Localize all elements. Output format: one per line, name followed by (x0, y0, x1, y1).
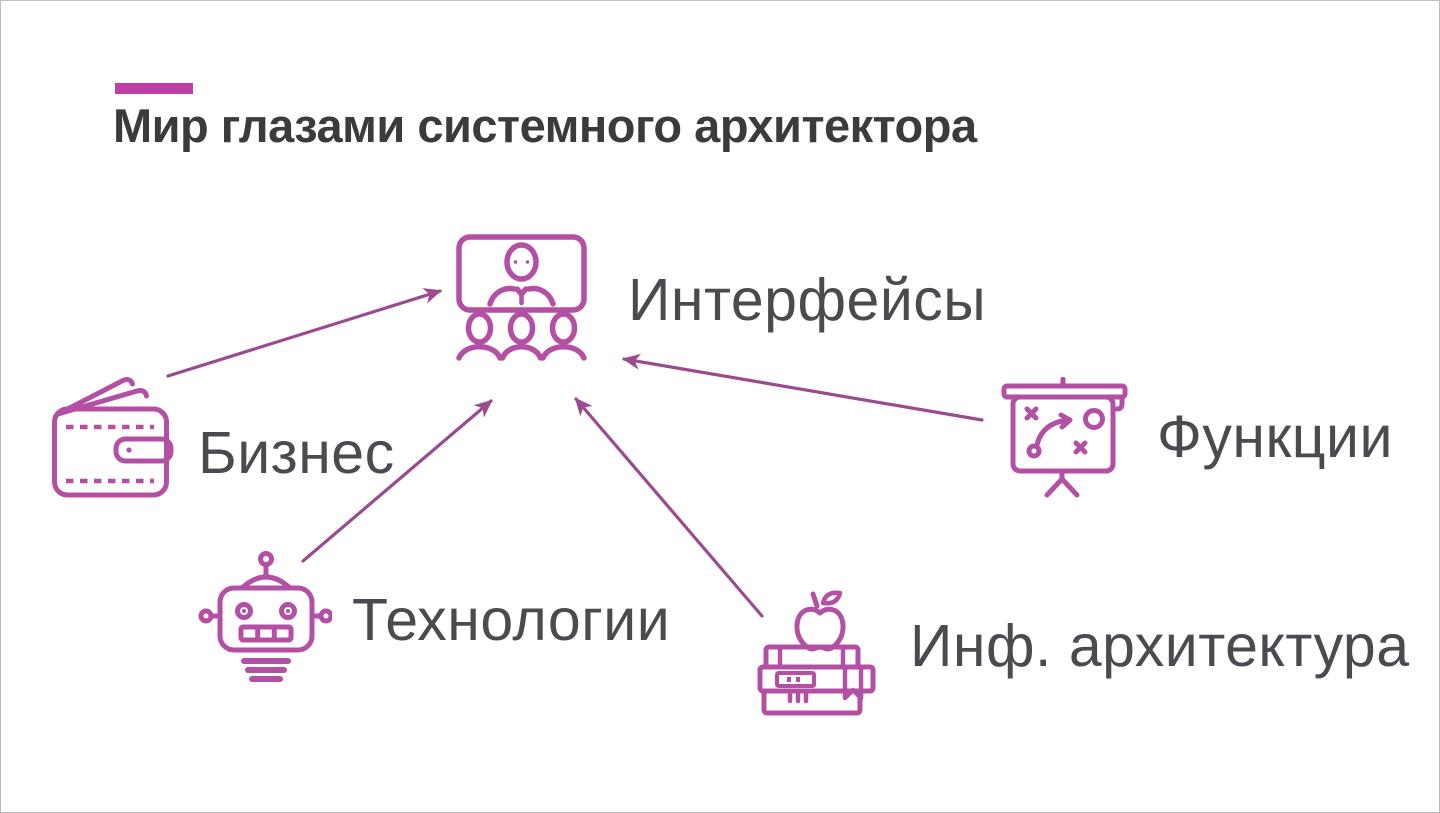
books-apple-icon (750, 584, 886, 722)
strategy-board-icon (1001, 377, 1133, 503)
node-label-inf-architecture: Инф. архитектура (910, 613, 1410, 679)
node-label-technologies: Технологии (352, 587, 671, 653)
arrow-business-to-interfaces (166, 288, 442, 378)
robot-icon (198, 550, 332, 690)
node-label-interfaces: Интерфейсы (628, 267, 987, 333)
title-accent-bar (115, 83, 193, 94)
wallet-icon (52, 376, 174, 498)
arrow-functions-to-interfaces (622, 353, 984, 422)
page-title: Мир глазами системного архитектора (113, 99, 977, 152)
presentation-audience-icon (456, 234, 587, 361)
node-label-business: Бизнес (198, 420, 395, 486)
node-label-functions: Функции (1157, 404, 1393, 470)
